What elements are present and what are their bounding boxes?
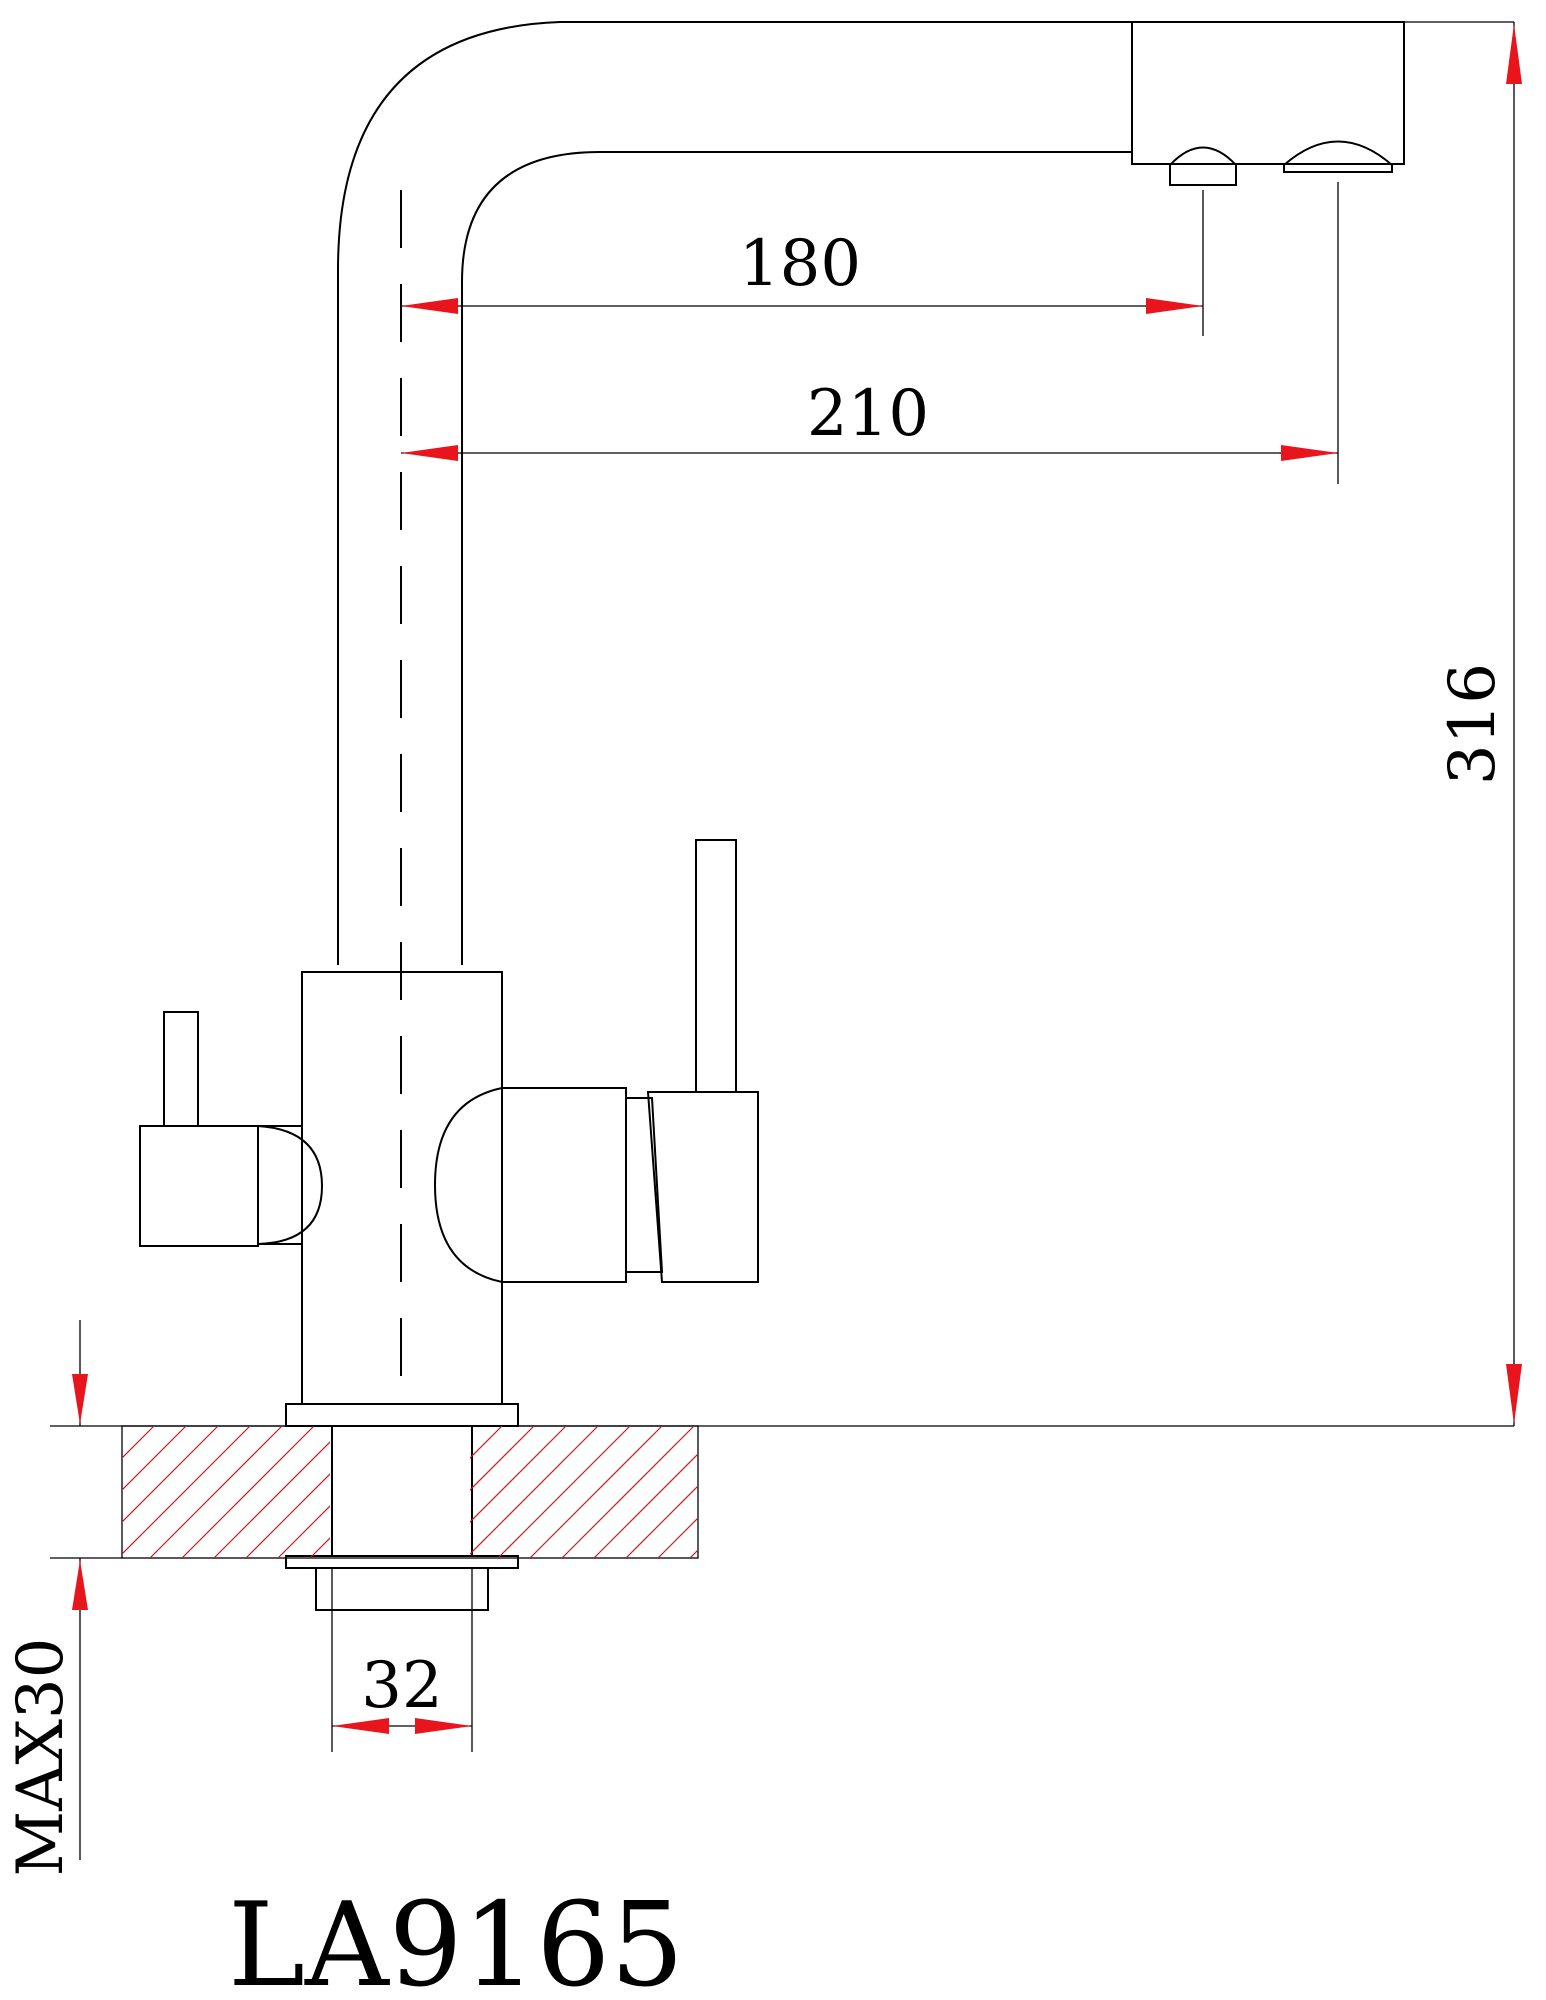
hatch-line — [497, 1426, 631, 1558]
dimension-210: 210 — [401, 182, 1339, 484]
left-handle — [139, 1011, 324, 1247]
hatch-line — [722, 1426, 854, 1558]
spout — [337, 21, 1405, 965]
arrow-up — [72, 1560, 88, 1610]
hatch-line — [657, 1517, 698, 1558]
arrow-down — [72, 1374, 88, 1424]
hatch-line — [593, 1453, 698, 1558]
hatch-line — [754, 1426, 886, 1558]
arrow-left — [401, 298, 458, 314]
hatch-line — [213, 1441, 330, 1558]
hatch-line — [149, 1426, 283, 1558]
hatch-line — [529, 1426, 663, 1558]
hatch-line — [122, 1426, 187, 1491]
model-number: LA9165 — [228, 1878, 684, 2000]
right-handle — [433, 839, 759, 1283]
hatch-line — [561, 1426, 695, 1558]
hatch-line — [470, 1426, 471, 1427]
dimension-316: 316 — [1404, 21, 1522, 1426]
hatch-line — [625, 1485, 698, 1558]
countertop — [50, 1425, 1514, 1559]
arrow-right — [1281, 445, 1338, 461]
hatch-line — [122, 1426, 219, 1523]
dimension-180: 180 — [401, 190, 1204, 336]
hatch-line — [470, 1426, 535, 1491]
hatch-line — [122, 1426, 123, 1427]
dimension-max30: MAX30 — [4, 1320, 88, 1876]
dimension-316-label: 316 — [1436, 663, 1510, 785]
hatch-line — [470, 1426, 599, 1555]
hatch-line — [818, 1426, 950, 1558]
arrow-bottom — [1506, 1364, 1522, 1424]
arrow-left — [401, 445, 458, 461]
hatch-line — [786, 1426, 918, 1558]
dimension-180-label: 180 — [739, 227, 861, 301]
hatch-line — [122, 1426, 155, 1459]
hatch-line — [470, 1426, 503, 1459]
dimension-max30-label: MAX30 — [4, 1638, 78, 1877]
hatch-line — [309, 1537, 330, 1558]
arrow-top — [1506, 24, 1522, 84]
arrow-right — [1146, 298, 1203, 314]
dimension-32: 32 — [331, 1610, 473, 1752]
hatch-line — [122, 1426, 251, 1555]
hatch-line — [277, 1505, 330, 1558]
hatch-line — [342, 1426, 474, 1558]
hatch-line — [689, 1549, 698, 1558]
dimension-32-label: 32 — [361, 1649, 442, 1723]
hatch-line — [470, 1426, 567, 1523]
hatch-line — [181, 1426, 315, 1558]
hatch-line — [245, 1473, 330, 1558]
arrow-left — [332, 1718, 389, 1734]
arrow-right — [415, 1718, 472, 1734]
dimension-210-label: 210 — [807, 377, 929, 451]
